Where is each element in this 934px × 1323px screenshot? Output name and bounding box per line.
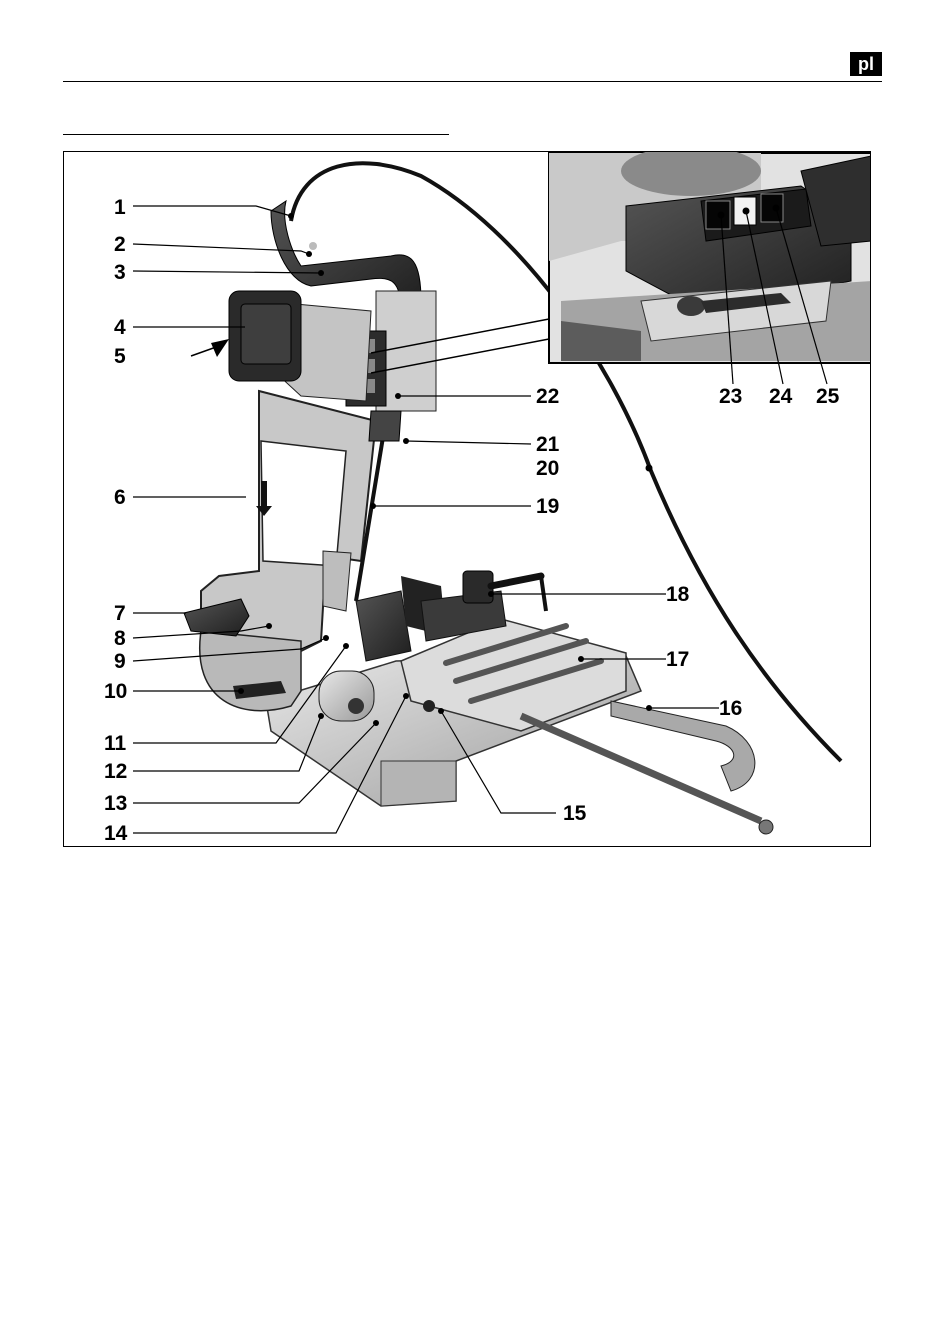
- section-divider: [63, 134, 449, 135]
- callout-8: 8: [114, 627, 126, 650]
- callout-13: 13: [104, 792, 127, 815]
- bandsaw-figure: 1 2 3 4 5 6 7 8 9 10 11 12 13 14 15 16 1…: [63, 151, 871, 847]
- callout-22: 22: [536, 385, 559, 408]
- callout-3: 3: [114, 261, 126, 284]
- callout-1: 1: [114, 196, 126, 219]
- callout-15: 15: [563, 802, 587, 825]
- callout-2: 2: [114, 233, 126, 256]
- callout-14: 14: [104, 822, 128, 845]
- vice-jaw: [356, 591, 411, 661]
- callout-7: 7: [114, 602, 126, 625]
- callout-5: 5: [114, 345, 126, 368]
- callout-19: 19: [536, 495, 559, 518]
- callout-21: 21: [536, 433, 560, 456]
- callout-9: 9: [114, 650, 126, 673]
- callout-24: 24: [769, 385, 793, 408]
- callout-18: 18: [666, 583, 690, 606]
- callout-12: 12: [104, 760, 127, 783]
- callout-11: 11: [104, 732, 127, 755]
- callout-6: 6: [114, 486, 126, 509]
- bandsaw-illustration: 1 2 3 4 5 6 7 8 9 10 11 12 13 14 15 16 1…: [64, 152, 871, 847]
- callout-16: 16: [719, 697, 742, 720]
- callout-23: 23: [719, 385, 742, 408]
- callout-10: 10: [104, 680, 127, 703]
- callout-4: 4: [114, 316, 126, 339]
- callout-20: 20: [536, 457, 559, 480]
- header-divider: [63, 81, 882, 82]
- handle-7: [184, 599, 249, 636]
- language-badge: pl: [850, 52, 882, 76]
- callout-25: 25: [816, 385, 840, 408]
- callout-17: 17: [666, 648, 689, 671]
- switch-inset: [549, 152, 871, 363]
